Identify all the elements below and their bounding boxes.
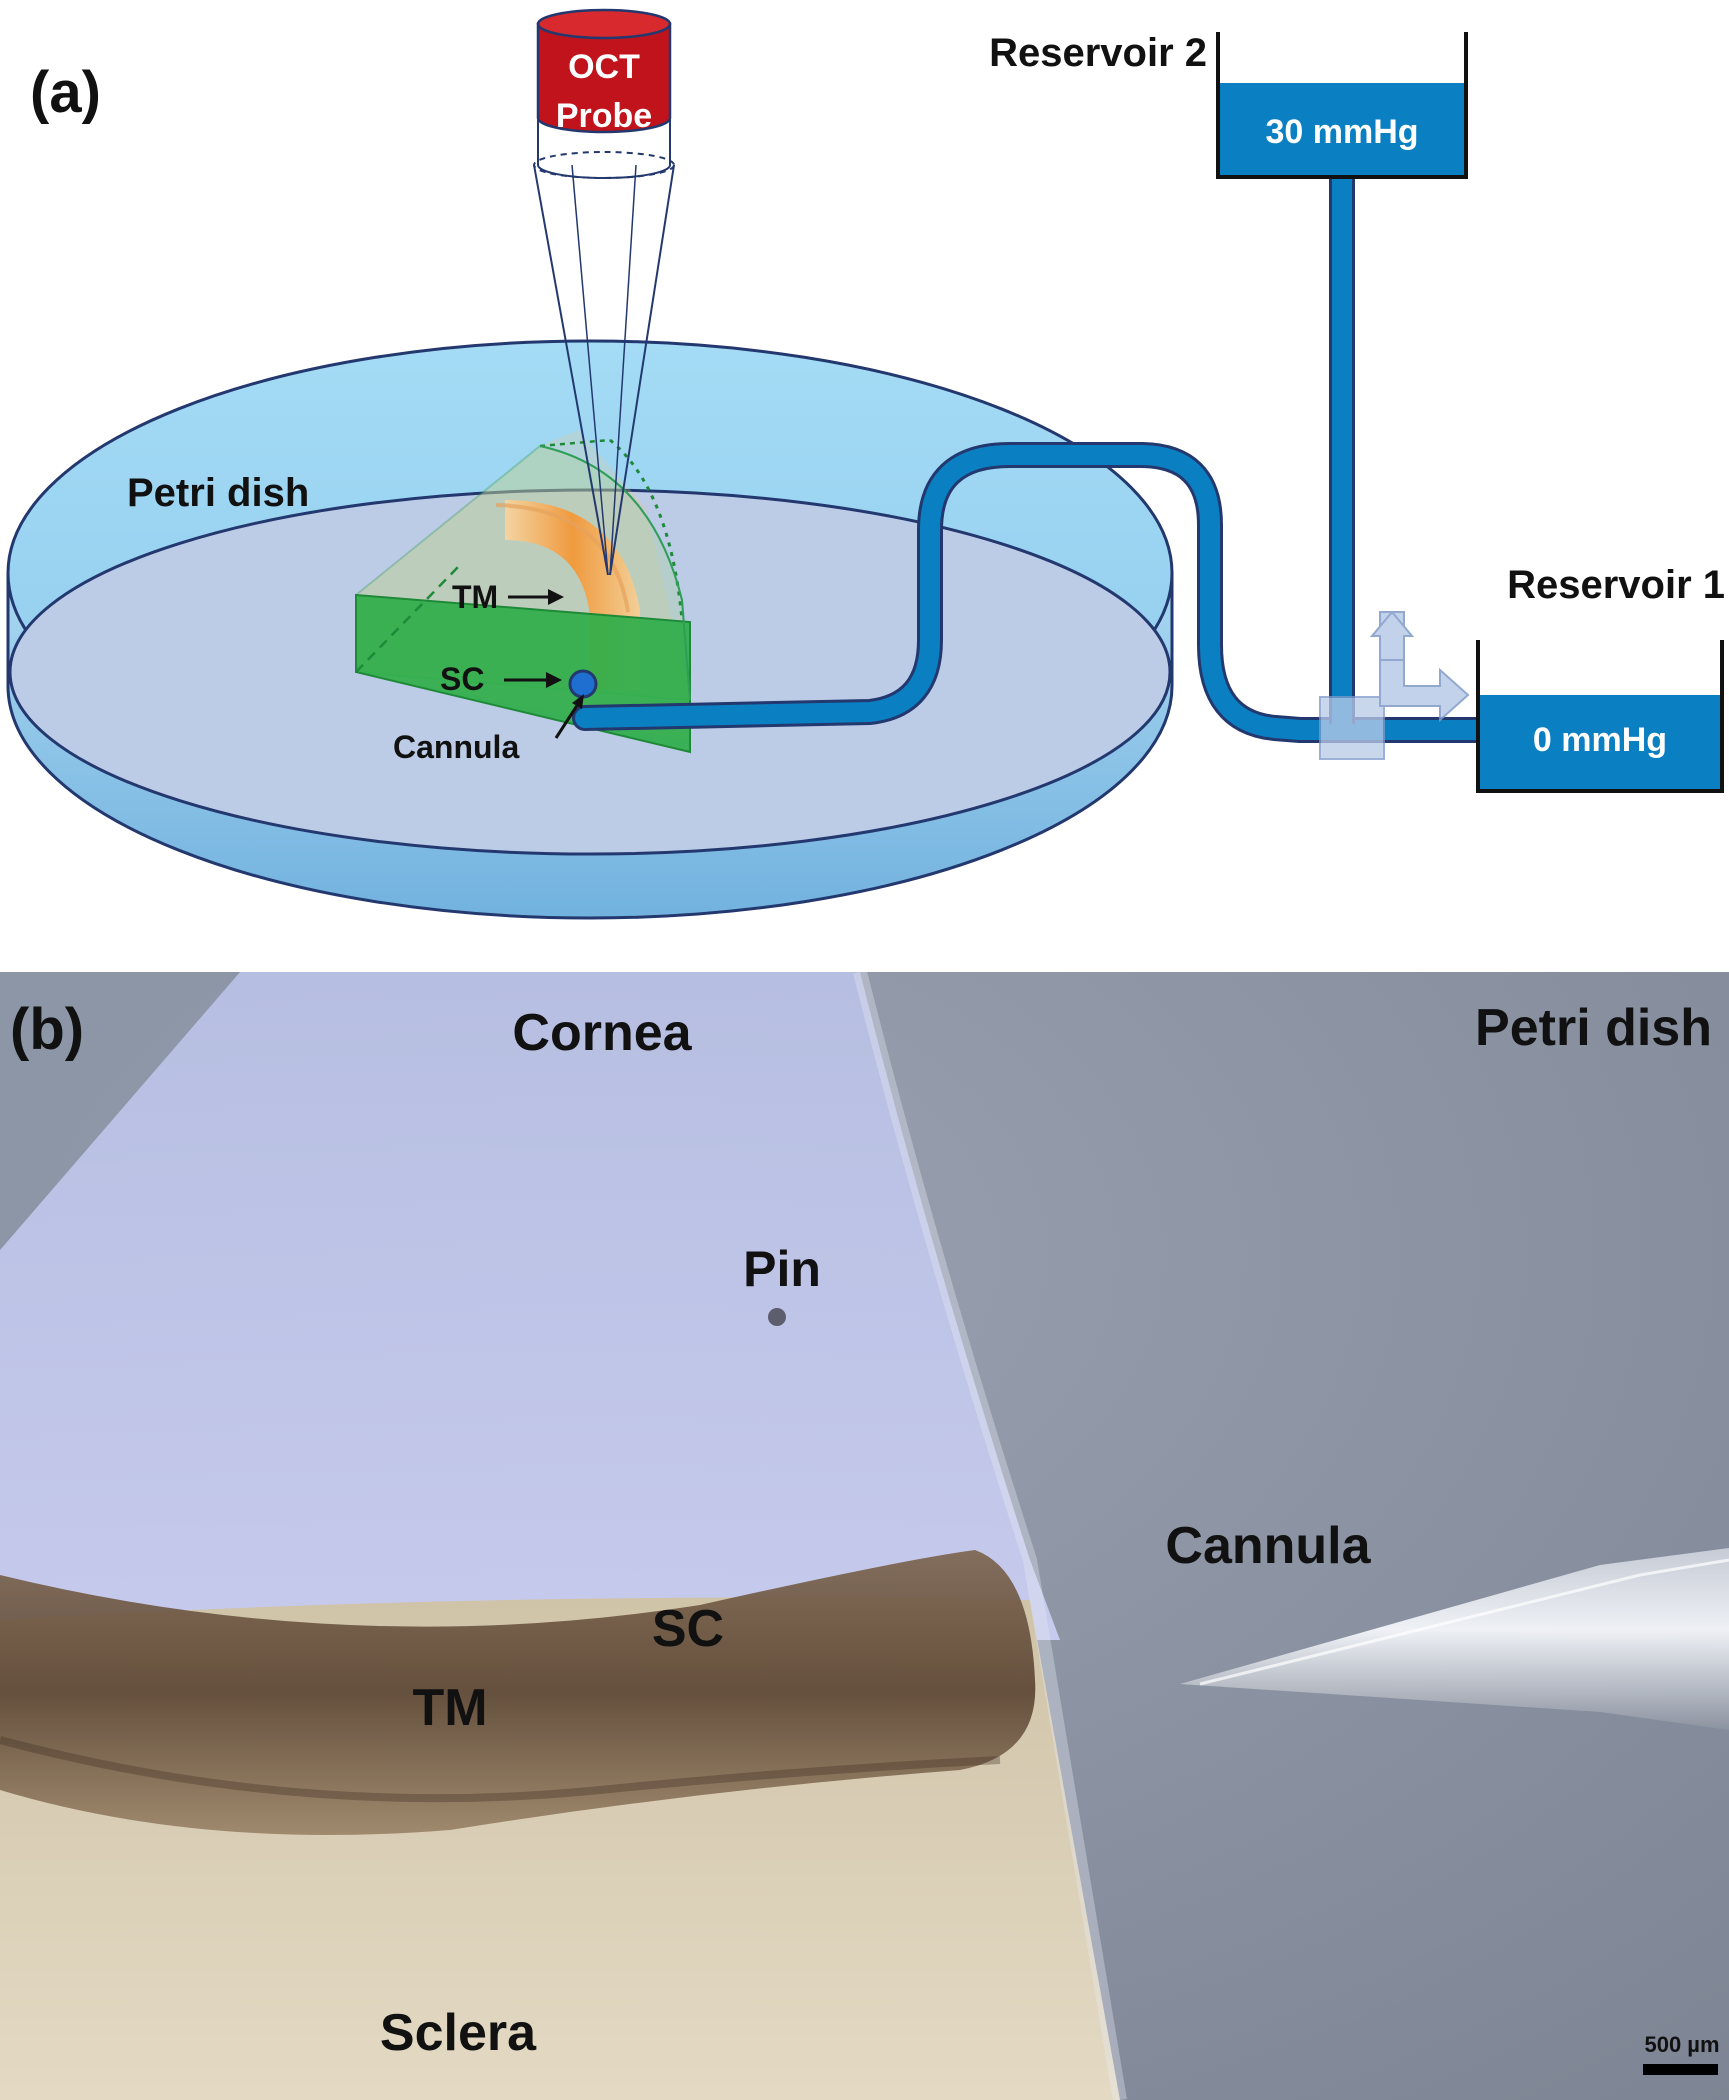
- tm-label: TM: [452, 579, 498, 615]
- sc-label: SC: [440, 661, 484, 697]
- reservoir2-pressure: 30 mmHg: [1265, 113, 1418, 151]
- petri-dish-label: Petri dish: [127, 471, 309, 515]
- oct-probe: OCT Probe: [533, 8, 675, 576]
- panel-b-label: (b): [10, 997, 84, 1062]
- cornea-label: Cornea: [512, 1004, 692, 1062]
- tm-label-b: TM: [412, 1679, 487, 1737]
- reservoir1-title: Reservoir 1: [1507, 563, 1725, 607]
- sc-label-b: SC: [652, 1600, 724, 1658]
- probe-label-line2: Probe: [556, 97, 652, 135]
- panel-b-photo: [0, 972, 1729, 2100]
- panel-a-label: (a): [30, 60, 101, 125]
- tubing: [568, 178, 1493, 743]
- cannula-label-a: Cannula: [393, 729, 519, 765]
- sc-arrow-icon: [546, 672, 562, 688]
- pin-label: Pin: [743, 1241, 821, 1297]
- petri-dish-label-b: Petri dish: [1475, 999, 1712, 1057]
- panel-b-labels: (b) Cornea Petri dish Pin Cannula SC TM …: [10, 997, 1720, 2075]
- tm-arrow-icon: [548, 589, 564, 605]
- reservoir2-title: Reservoir 2: [989, 31, 1207, 75]
- probe-label-line1: OCT: [568, 48, 640, 86]
- panel-a: OCT Probe 30 mmHg Reservoir 2: [6, 8, 1725, 920]
- reservoir-2: 30 mmHg Reservoir 2: [989, 31, 1468, 179]
- reservoir-1: 0 mmHg Reservoir 1: [1476, 563, 1725, 793]
- sclera-label: Sclera: [380, 2004, 537, 2062]
- petri-dish-drawing: [6, 339, 1174, 920]
- cannula-needle: [1180, 1548, 1729, 1730]
- pin-mark: [768, 1308, 786, 1326]
- scale-bar-label: 500 µm: [1644, 2032, 1719, 2057]
- cannula-arrow-icon: [572, 694, 584, 709]
- cannula-label-b: Cannula: [1165, 1517, 1371, 1575]
- reservoir1-pressure: 0 mmHg: [1533, 721, 1667, 759]
- scale-bar: [1643, 2064, 1718, 2075]
- three-way-valve-icon: [1319, 610, 1470, 760]
